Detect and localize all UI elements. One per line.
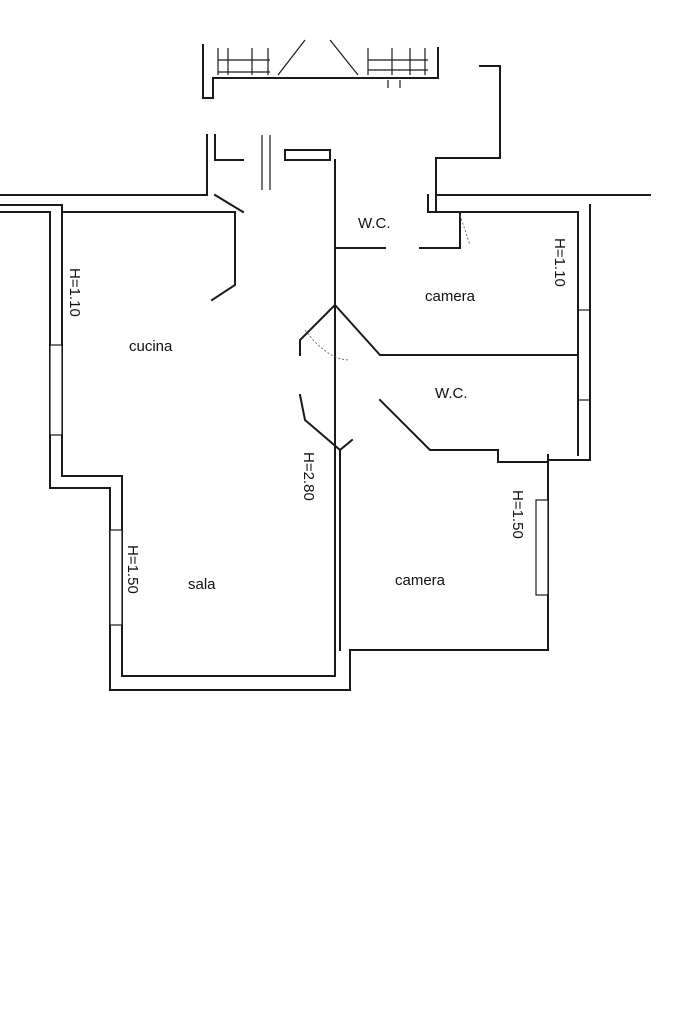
camera-top-label: camera: [425, 288, 476, 305]
right-upper-wall: [435, 65, 501, 196]
sala-label: sala: [188, 576, 216, 593]
camera-top-height-label: H=1.10: [551, 238, 568, 287]
cucina-height-label: H=1.10: [66, 268, 83, 317]
kitchen-top-wall: [61, 211, 236, 302]
cucina-label: cucina: [129, 338, 173, 355]
camera-bottom-window: [535, 499, 549, 596]
wc-middle-label: W.C.: [435, 385, 468, 402]
camera-bottom-label: camera: [395, 572, 446, 589]
stair-block: [202, 39, 439, 99]
camera-bottom-height-label: H=1.50: [509, 490, 526, 539]
sala-window: [109, 529, 123, 626]
sala-height-label: H=1.50: [124, 545, 141, 594]
hallway-height-label: H=2.80: [300, 452, 317, 501]
wc-top-label: W.C.: [358, 215, 391, 232]
corridor-diagonal-bottom: [298, 393, 549, 651]
cucina-window: [49, 344, 63, 436]
entrance: [0, 134, 331, 196]
wc-top-walls: [334, 194, 579, 351]
corridor-diagonal-top: [299, 247, 579, 356]
camera-top-window: [577, 309, 591, 401]
inner-left-wall: [0, 159, 336, 677]
door-swing: [304, 329, 351, 361]
camera-top-outer: [435, 194, 651, 461]
outer-left-wall: [0, 211, 549, 691]
